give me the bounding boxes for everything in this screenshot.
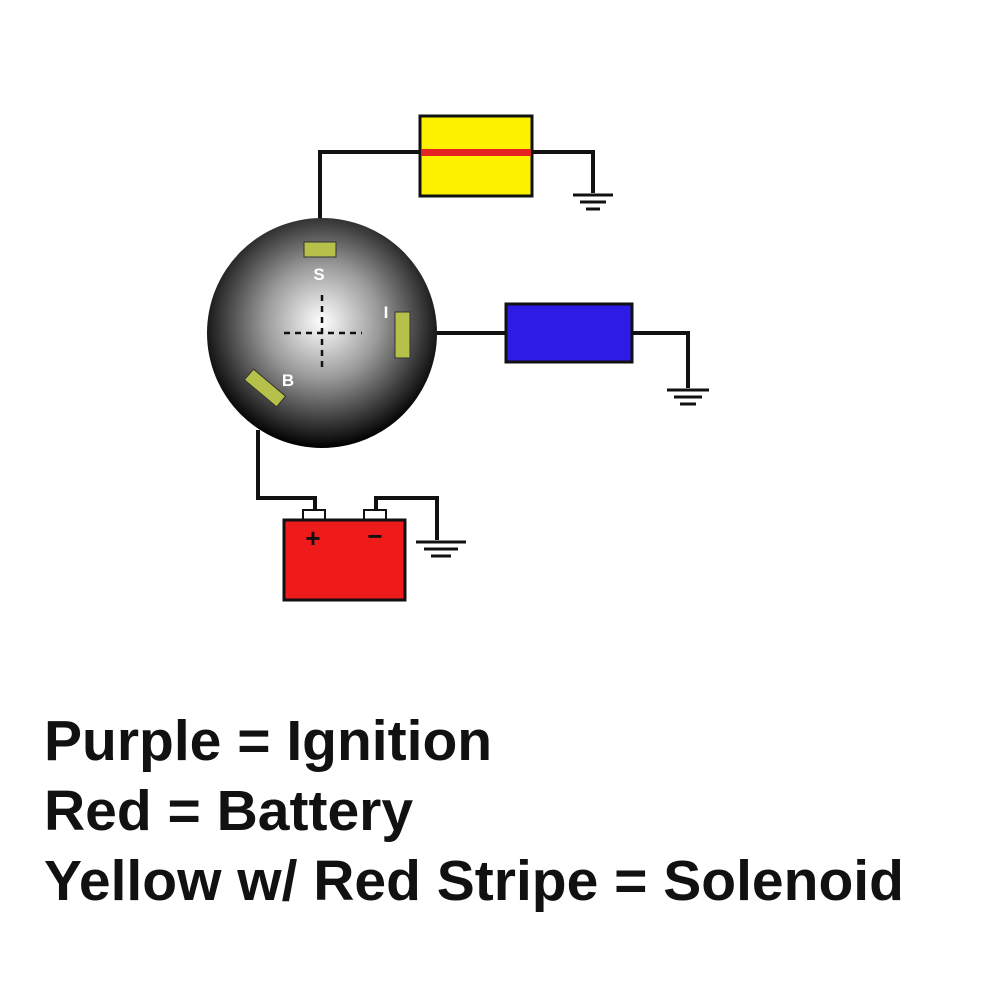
wire-s-to-solenoid: [318, 150, 420, 222]
terminal-b-tab: [243, 368, 287, 408]
switch-crosshair: [284, 295, 362, 372]
ignition-switch: S I B: [207, 218, 437, 448]
wire-solenoid-to-ground: [532, 150, 595, 193]
wire-b-to-battery: [256, 430, 317, 513]
legend-battery: Red = Battery: [44, 779, 414, 843]
ground-symbol-ignition: [667, 388, 709, 406]
battery-component: + −: [282, 509, 407, 602]
ignition-component: [504, 302, 634, 364]
wire-battery-to-ground: [374, 496, 439, 540]
terminal-s-tab: [303, 241, 337, 258]
legend-solenoid: Yellow w/ Red Stripe = Solenoid: [44, 849, 904, 913]
terminal-s-label: S: [313, 265, 324, 284]
solenoid-component: [418, 114, 534, 198]
terminal-b-label: B: [282, 371, 294, 390]
ground-symbol-battery: [416, 540, 466, 558]
battery-positive-sign: +: [305, 523, 320, 553]
ground-symbol-solenoid: [573, 193, 613, 211]
terminal-i-tab: [394, 311, 411, 359]
wire-ignition-to-ground: [632, 331, 690, 388]
wiring-diagram: + − S I B: [207, 114, 709, 602]
legend-ignition: Purple = Ignition: [44, 709, 493, 773]
battery-negative-sign: −: [367, 521, 382, 551]
terminal-i-label: I: [384, 303, 389, 322]
legend: Purple = Ignition Red = Battery Yellow w…: [44, 706, 984, 916]
wires: [256, 150, 690, 540]
